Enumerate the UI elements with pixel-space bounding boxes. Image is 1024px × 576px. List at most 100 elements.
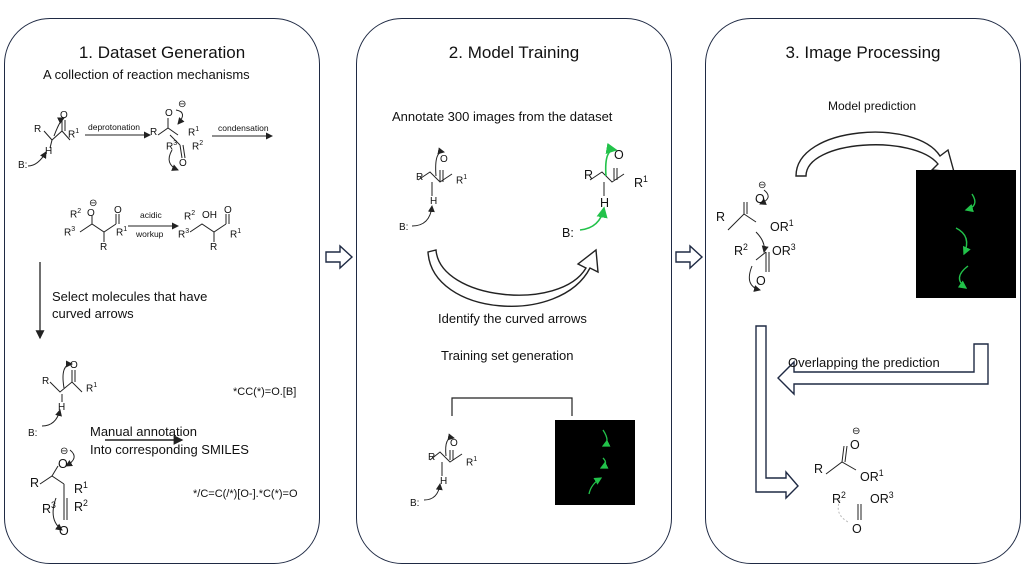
- atom-R: R: [30, 476, 40, 490]
- panel-title-dataset-generation: 1. Dataset Generation: [78, 43, 246, 62]
- atom-R1: R1: [456, 174, 468, 187]
- atom-H: H: [430, 196, 438, 207]
- atom-O: O: [179, 158, 187, 169]
- atom-OR3: OR3: [870, 490, 894, 507]
- molecule-enolate-2: [39, 449, 75, 531]
- atom-R2: R2: [192, 140, 204, 153]
- atom-O: O: [58, 457, 68, 471]
- atom-O: O: [614, 148, 624, 162]
- atom-R: R: [150, 127, 158, 138]
- atom-R: R: [814, 462, 824, 476]
- atom-R1: R1: [74, 480, 88, 497]
- prediction-image-dark: [916, 170, 1016, 298]
- atom-B: B:: [18, 160, 28, 171]
- atom-R3: R3: [64, 226, 76, 239]
- molecule-output-p3: [825, 445, 862, 523]
- atom-H: H: [440, 476, 448, 487]
- label-deprotonation: deprotonation: [88, 122, 140, 132]
- molecule-enolate-1: [157, 109, 186, 171]
- atom-R1: R1: [466, 456, 478, 469]
- atom-O: O: [756, 274, 766, 288]
- smiles-ketone: *CC(*)=O.[B]: [233, 386, 297, 398]
- atom-B: B:: [562, 226, 574, 240]
- atom-R2: R2: [734, 242, 748, 259]
- atom-R: R: [584, 168, 594, 182]
- molecule-ketone-2: [41, 360, 83, 427]
- molecule-training-raw: [411, 147, 453, 227]
- charge-minus: ⊖: [852, 426, 861, 437]
- atom-R: R: [210, 242, 218, 253]
- label-manual-annotation: Manual annotation: [90, 424, 197, 439]
- atom-B: B:: [28, 428, 38, 439]
- atom-H: H: [45, 146, 53, 157]
- atom-R1: R1: [230, 228, 242, 241]
- atom-R1: R1: [68, 128, 80, 141]
- atom-R3: R3: [166, 140, 178, 153]
- arrow-panel1-to-panel2: [325, 244, 354, 270]
- label-workup: workup: [136, 229, 164, 239]
- atom-R2: R2: [184, 210, 196, 223]
- training-image-dark: [555, 420, 635, 505]
- molecule-aldol-product: [189, 214, 230, 242]
- panel-dataset-generation: 1. Dataset Generation: [4, 18, 320, 564]
- molecule-training-set: [423, 433, 463, 501]
- molecule-aldol-adduct: [79, 214, 120, 242]
- panel-title-model-training: 2. Model Training: [448, 43, 580, 62]
- arrow-panel2-to-panel3: [675, 244, 704, 270]
- atom-R: R: [416, 172, 424, 183]
- atom-O: O: [60, 110, 68, 121]
- heading-reaction-collection: A collection of reaction mechanisms: [43, 67, 250, 82]
- atom-O: O: [165, 108, 173, 119]
- atom-O: O: [850, 438, 860, 452]
- atom-R3: R3: [178, 228, 190, 241]
- charge-minus: ⊖: [178, 99, 187, 110]
- atom-O: O: [114, 205, 122, 216]
- label-overlapping-prediction: Overlapping the prediction: [788, 355, 940, 370]
- green-annotated-arrow-2: [604, 142, 618, 177]
- label-annotate-images: Annotate 300 images from the dataset: [392, 109, 613, 124]
- atom-R1: R1: [86, 382, 98, 395]
- label-select-line1: Select molecules that have: [52, 289, 208, 304]
- atom-B: B:: [410, 498, 420, 509]
- smiles-enolate: */C=C(/*)[O-].*C(*)=O: [193, 488, 298, 500]
- overlap-down-arrow: [755, 325, 799, 500]
- atom-OR3: OR3: [772, 242, 796, 259]
- atom-O: O: [852, 522, 862, 536]
- atom-R: R: [716, 210, 726, 224]
- atom-OR1: OR1: [770, 218, 794, 235]
- molecule-training-annotated: [589, 168, 625, 196]
- atom-O: O: [450, 438, 458, 449]
- charge-minus: ⊖: [60, 446, 69, 457]
- atom-R3: R3: [42, 500, 56, 517]
- atom-O: O: [224, 205, 232, 216]
- charge-minus: ⊖: [89, 198, 98, 209]
- molecule-input-p3: [727, 189, 770, 292]
- identify-curved-arrow: [427, 248, 599, 307]
- atom-O: O: [440, 154, 448, 165]
- atom-R1: R1: [188, 126, 200, 139]
- atom-R2: R2: [832, 490, 846, 507]
- label-training-set-generation: Training set generation: [441, 348, 574, 363]
- charge-minus: ⊖: [758, 180, 767, 191]
- overlap-back-arrow: [777, 343, 989, 396]
- atom-O: O: [59, 524, 69, 538]
- prediction-image-arrows: [955, 193, 976, 289]
- panel-title-image-processing: 3. Image Processing: [785, 43, 941, 62]
- atom-OH: OH: [202, 210, 217, 221]
- label-condensation: condensation: [218, 123, 269, 133]
- atom-R: R: [42, 376, 50, 387]
- label-acidic: acidic: [140, 210, 162, 220]
- atom-R2: R2: [70, 208, 82, 221]
- atom-O: O: [70, 360, 78, 371]
- atom-B: B:: [399, 222, 409, 233]
- atom-R: R: [34, 124, 42, 135]
- label-model-prediction: Model prediction: [828, 99, 917, 113]
- label-corresponding-smiles: Into corresponding SMILES: [90, 442, 249, 457]
- green-annotated-arrow-1: [579, 206, 608, 231]
- atom-R1: R1: [116, 226, 128, 239]
- molecule-ketone-1: [27, 117, 71, 167]
- atom-O: O: [87, 208, 95, 219]
- training-set-bracket: [451, 397, 573, 416]
- label-identify-arrows: Identify the curved arrows: [438, 311, 587, 326]
